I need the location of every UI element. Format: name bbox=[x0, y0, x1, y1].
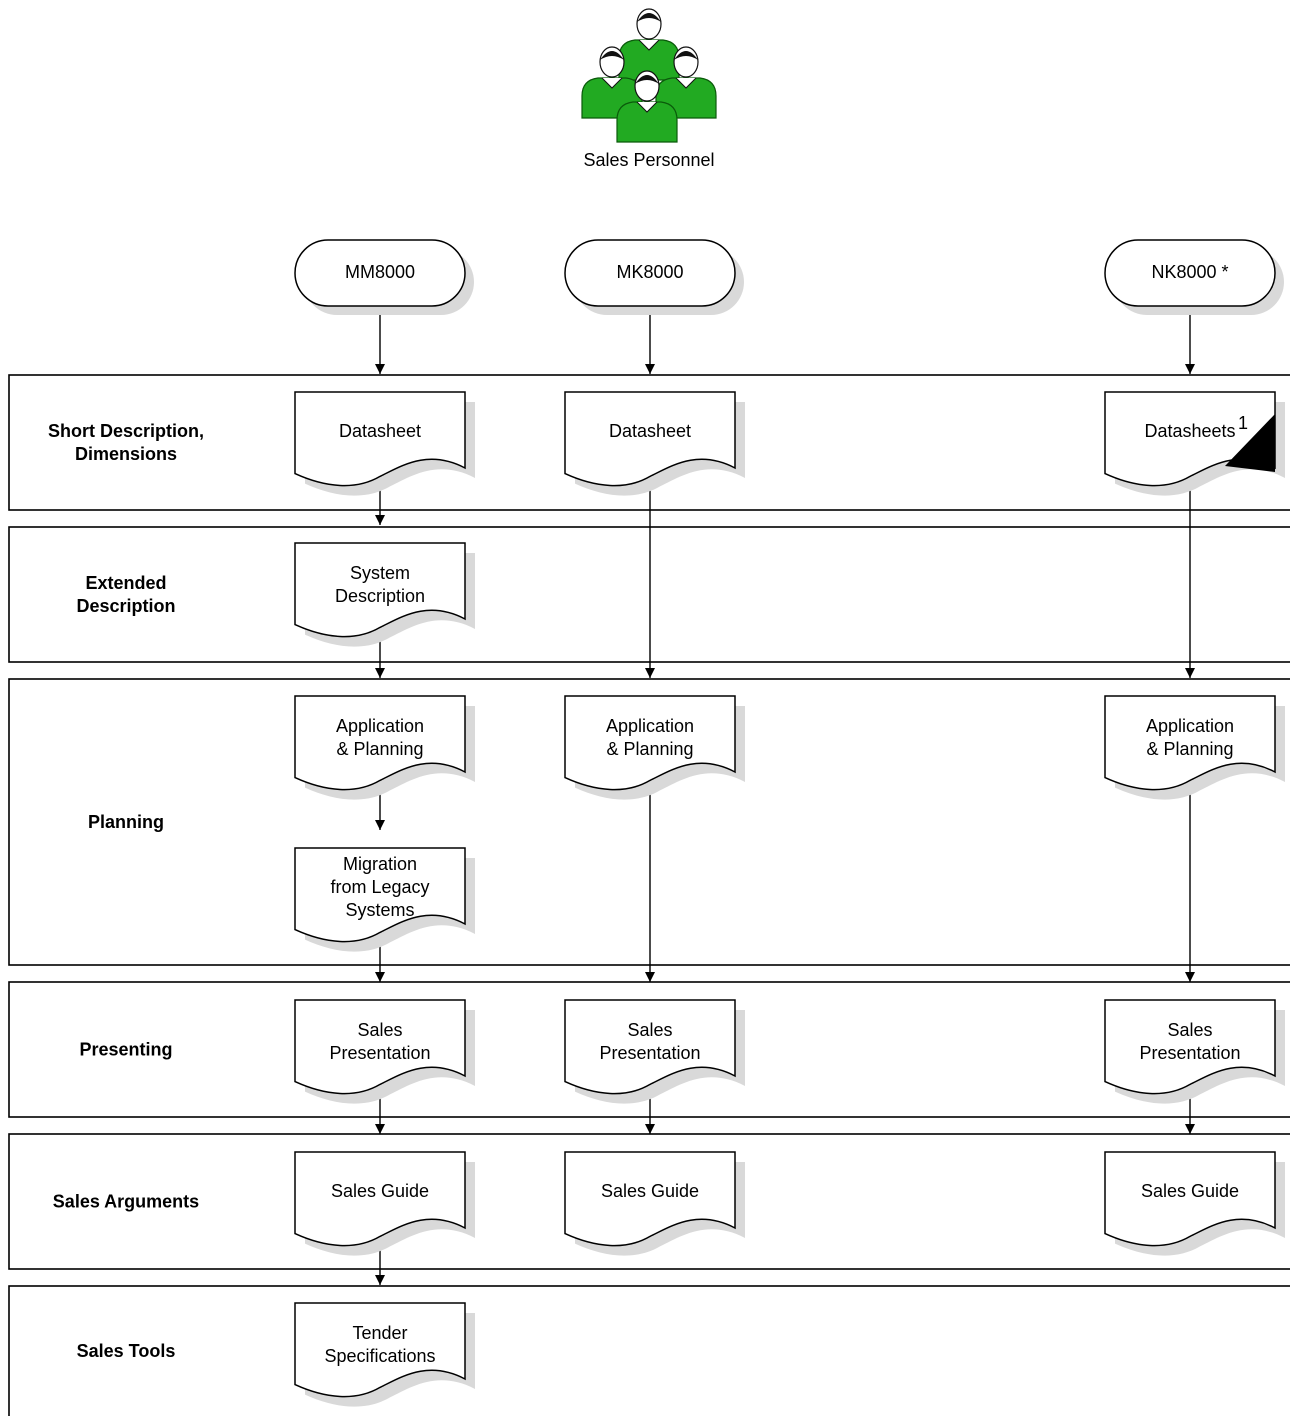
document-label: Sales Guide bbox=[1141, 1181, 1239, 1201]
document-label: Sales bbox=[1167, 1020, 1212, 1040]
document-label: Specifications bbox=[324, 1346, 435, 1366]
lane-title: Sales Tools bbox=[77, 1341, 176, 1361]
lane-title: Description bbox=[76, 596, 175, 616]
lane-arguments: Sales Arguments bbox=[8, 1133, 1290, 1270]
lane-title: Extended bbox=[85, 573, 166, 593]
product-mk: MK8000 bbox=[564, 239, 744, 315]
document-label: from Legacy bbox=[330, 877, 429, 897]
document-label: Sales Guide bbox=[331, 1181, 429, 1201]
document-label: System bbox=[350, 563, 410, 583]
document-label: Presentation bbox=[1139, 1043, 1240, 1063]
document-label: Sales Guide bbox=[601, 1181, 699, 1201]
lane-title: Dimensions bbox=[75, 444, 177, 464]
document-label: Migration bbox=[343, 854, 417, 874]
document-mm-datasheet: Datasheet bbox=[294, 391, 475, 496]
document-mk-app: Application & Planning bbox=[564, 695, 745, 800]
corner-mark-icon bbox=[1225, 414, 1275, 472]
document-label: Datasheet bbox=[609, 421, 691, 441]
document-label: Presentation bbox=[599, 1043, 700, 1063]
document-label: & Planning bbox=[336, 739, 423, 759]
lane-presenting: Presenting bbox=[8, 981, 1290, 1118]
lane-planning: Planning bbox=[8, 678, 1290, 966]
document-label: & Planning bbox=[1146, 739, 1233, 759]
document-label: Datasheets bbox=[1144, 421, 1235, 441]
document-label: Sales bbox=[357, 1020, 402, 1040]
document-mm-guide: Sales Guide bbox=[294, 1151, 475, 1256]
product-label: MK8000 bbox=[616, 262, 683, 282]
product-mm: MM8000 bbox=[294, 239, 474, 315]
document-label: Systems bbox=[345, 900, 414, 920]
document-label: Presentation bbox=[329, 1043, 430, 1063]
document-label: Application bbox=[336, 716, 424, 736]
document-nk-app: Application & Planning bbox=[1104, 695, 1285, 800]
lane-title: Short Description, bbox=[48, 421, 204, 441]
lane-short: Short Description, Dimensions bbox=[8, 374, 1290, 511]
document-label: Application bbox=[606, 716, 694, 736]
document-label: & Planning bbox=[606, 739, 693, 759]
lane-title: Presenting bbox=[79, 1040, 172, 1060]
footnote-superscript: 1 bbox=[1238, 413, 1248, 433]
lane-tools: Sales Tools bbox=[8, 1285, 1290, 1416]
document-nk-guide: Sales Guide bbox=[1104, 1151, 1285, 1256]
product-label: MM8000 bbox=[345, 262, 415, 282]
document-label: Description bbox=[335, 586, 425, 606]
product-nk: NK8000 * bbox=[1104, 239, 1284, 315]
document-mk-guide: Sales Guide bbox=[564, 1151, 745, 1256]
lane-title: Sales Arguments bbox=[53, 1192, 199, 1212]
actor-label: Sales Personnel bbox=[583, 150, 714, 170]
document-label: Application bbox=[1146, 716, 1234, 736]
document-mm-app: Application & Planning bbox=[294, 695, 475, 800]
document-mk-datasheet: Datasheet bbox=[564, 391, 745, 496]
product-label: NK8000 * bbox=[1151, 262, 1228, 282]
document-label: Tender bbox=[352, 1323, 407, 1343]
lane-title: Planning bbox=[88, 812, 164, 832]
document-label: Datasheet bbox=[339, 421, 421, 441]
people-group-icon bbox=[581, 8, 717, 143]
document-label: Sales bbox=[627, 1020, 672, 1040]
